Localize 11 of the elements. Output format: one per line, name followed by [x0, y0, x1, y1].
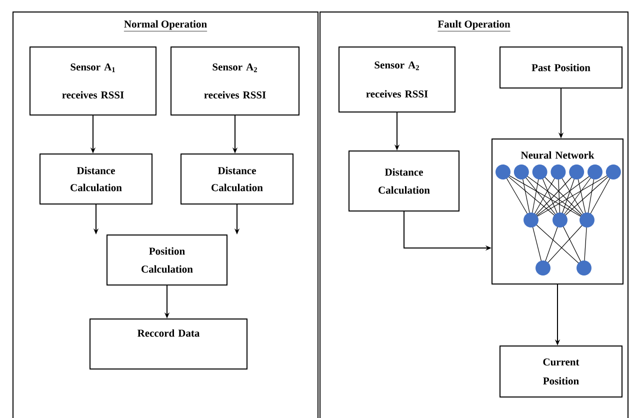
- process-box: Position Calculation: [106, 234, 228, 286]
- process-box: Reccord Data: [90, 318, 248, 370]
- neural-network-box: Neural Network: [492, 138, 624, 284]
- process-box: Sensor A$_{2}$ receives RSSI: [170, 46, 300, 116]
- process-box: Distance Calculation: [180, 154, 294, 204]
- process-box: Sensor A$_{2}$ receives RSSI: [338, 46, 456, 112]
- process-box: Sensor A$_{1}$ receives RSSI: [30, 46, 156, 116]
- process-box: Current Position: [500, 346, 622, 398]
- process-box: Past Position: [500, 46, 622, 88]
- process-box: Distance Calculation: [40, 154, 152, 204]
- process-box: Distance Calculation: [348, 150, 460, 212]
